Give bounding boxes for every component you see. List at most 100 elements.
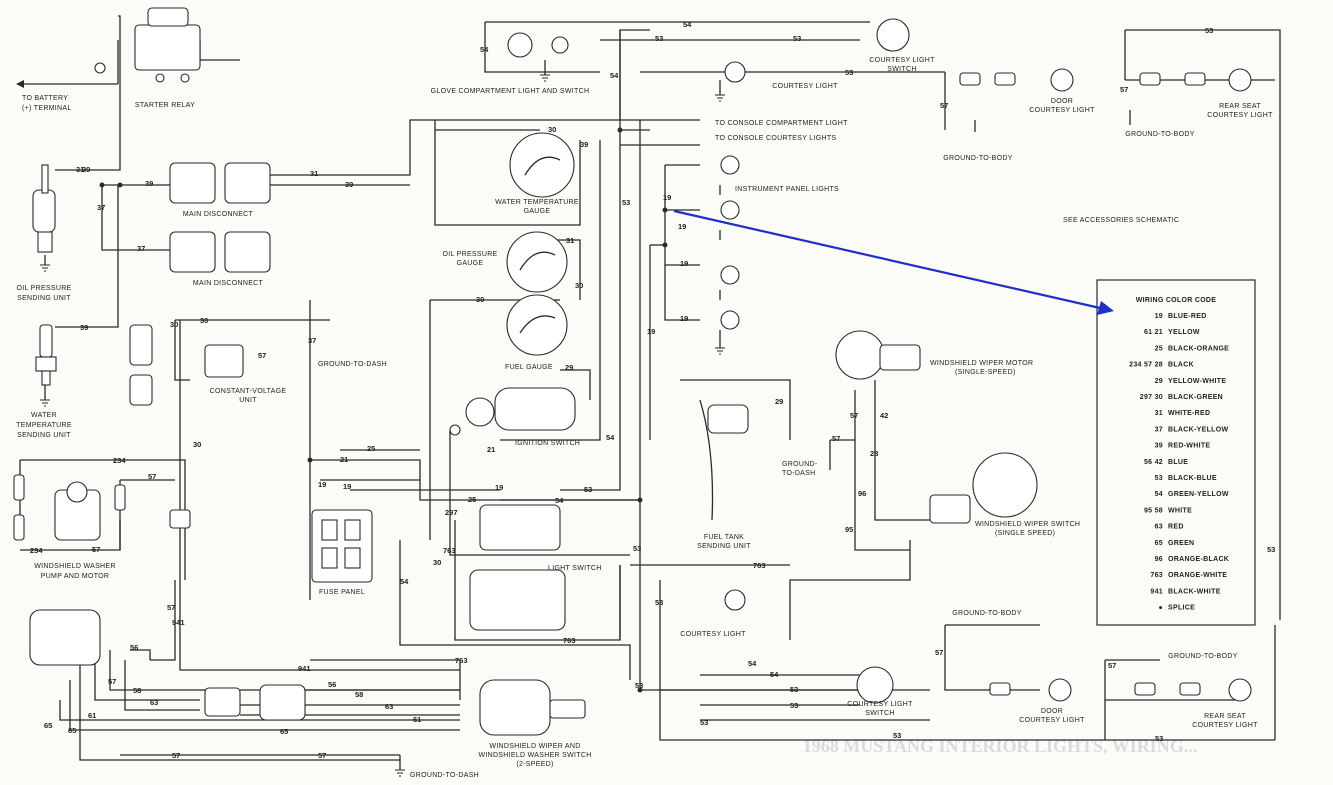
wire-num: 763 <box>753 561 766 570</box>
label-fuel-gauge: FUEL GAUGE <box>505 364 553 371</box>
color-code-numbers: 234 57 28 <box>1129 362 1163 369</box>
wire-num: 54 <box>480 45 489 54</box>
rear-light-top-icon <box>1139 68 1252 92</box>
wire-num: 54 <box>555 496 564 505</box>
wire-num: 25 <box>468 495 476 504</box>
wire-num: 61 <box>88 711 96 720</box>
wire-num: 19 <box>647 327 655 336</box>
courtesy-light-top-icon <box>724 61 746 83</box>
color-code-numbers: 95 58 <box>1144 507 1163 514</box>
wire-num: 53 <box>793 34 801 43</box>
label-water-sender-2: TEMPERATURE <box>16 422 72 429</box>
wire-num: 53 <box>622 198 630 207</box>
label-ground-dash-bot: GROUND-TO-DASH <box>410 772 479 779</box>
wire-num: 31 <box>310 169 318 178</box>
label-ground-body-bot2: GROUND-TO-BODY <box>1168 653 1237 660</box>
color-code-color: BLACK-GREEN <box>1168 394 1223 401</box>
wire-num: 763 <box>455 656 468 665</box>
label-door-courtesy-bot-2: COURTESY LIGHT <box>1019 717 1085 724</box>
color-code-color: YELLOW <box>1168 329 1200 336</box>
wire-num: 39 <box>145 179 153 188</box>
starter-relay-icon <box>94 7 201 83</box>
color-code-color: BLACK-YELLOW <box>1168 426 1228 433</box>
color-code-numbers: 37 <box>1155 426 1163 433</box>
wire-num: 30 <box>548 125 556 134</box>
wire-num: 30 <box>170 320 178 329</box>
wire-num: 39 <box>82 165 90 174</box>
courtesy-switch-top-icon <box>876 18 910 52</box>
color-code-color: ORANGE-WHITE <box>1168 572 1227 579</box>
label-oil-sender: OIL PRESSURE <box>16 285 71 292</box>
label-wiper-motor: WINDSHIELD WIPER MOTOR <box>930 360 1033 367</box>
label-ignition-switch: IGNITION SWITCH <box>515 440 580 447</box>
label-water-sender-3: SENDING UNIT <box>17 432 71 439</box>
label-main-disconnect-1: MAIN DISCONNECT <box>183 211 254 218</box>
wire-num: 54 <box>683 20 692 29</box>
color-code-color: WHITE-RED <box>1168 410 1210 417</box>
wire-num: 19 <box>680 259 688 268</box>
color-code-row: 54 GREEN-YELLOW <box>1155 491 1229 498</box>
wire-num: 29 <box>775 397 783 406</box>
wire-num: 54 <box>606 433 615 442</box>
label-door-courtesy-top: DOOR <box>1051 98 1073 105</box>
wire-num: 31 <box>566 236 574 245</box>
wire-num: 941 <box>298 664 311 673</box>
oil-sender-icon <box>32 164 56 253</box>
wire-num: 56 <box>130 643 138 652</box>
wire-num: 31 <box>76 165 84 174</box>
components <box>13 7 1252 777</box>
label-door-courtesy-bot: DOOR <box>1041 708 1063 715</box>
label-rear-seat-top: REAR SEAT <box>1219 103 1261 110</box>
wire-number-labels: 31 39 37 37 39 31 54 53 53 53 54 53 57 5… <box>30 20 1275 760</box>
wire-num: 63 <box>385 702 393 711</box>
fuel-gauge-icon <box>506 294 568 356</box>
wire-num: 53 <box>633 544 641 553</box>
label-wiper-washer-switch: WINDSHIELD WIPER AND <box>489 743 580 750</box>
color-code-color: WHITE <box>1168 507 1192 514</box>
label-console-compartment: TO CONSOLE COMPARTMENT LIGHT <box>715 120 848 127</box>
wiper-motor-icon <box>835 330 921 380</box>
color-code-numbers: 25 <box>1155 345 1163 352</box>
wire-num: 37 <box>97 203 105 212</box>
color-code-title: WIRING COLOR CODE <box>1136 297 1217 304</box>
label-glove-light: GLOVE COMPARTMENT LIGHT AND SWITCH <box>431 88 590 95</box>
label-oil-gauge-2: GAUGE <box>457 260 484 267</box>
blue-arrow-annotation <box>673 209 1114 315</box>
wire-num: 54 <box>748 659 757 668</box>
wire-num: 57 <box>1108 661 1116 670</box>
wire-num: 763 <box>443 546 456 555</box>
label-wiper-washer-switch-2: WINDSHIELD WASHER SWITCH <box>478 752 591 759</box>
wire-num: 53 <box>1155 734 1163 743</box>
ground-icons <box>40 74 725 777</box>
label-ground-body-top: GROUND-TO-BODY <box>1125 131 1194 138</box>
color-code-numbers: 29 <box>1155 378 1163 385</box>
label-cv-unit: CONSTANT-VOLTAGE <box>210 388 287 395</box>
wire-num: 63 <box>150 698 158 707</box>
color-code-color: GREEN <box>1168 540 1194 547</box>
label-courtesy-switch-top-2: SWITCH <box>887 66 916 73</box>
color-code-color: GREEN-YELLOW <box>1168 491 1229 498</box>
wire-num: 95 <box>845 525 853 534</box>
wires <box>16 15 1281 770</box>
color-code-numbers: 54 <box>1155 491 1163 498</box>
rear-light-bot-icon <box>1134 678 1252 702</box>
color-code-color: SPLICE <box>1168 605 1195 612</box>
color-code-numbers: 56 42 <box>1144 459 1163 466</box>
fuel-sender-icon <box>699 399 749 521</box>
wire-num: 61 <box>413 715 421 724</box>
color-code-numbers: 61 21 <box>1144 329 1163 336</box>
wire-num: 57 <box>148 472 156 481</box>
label-water-gauge: WATER TEMPERATURE <box>495 199 579 206</box>
wire-num: 30 <box>476 295 484 304</box>
color-code-numbers: 297 30 <box>1140 394 1163 401</box>
label-main-disconnect-2: MAIN DISCONNECT <box>193 280 264 287</box>
wire-num: 42 <box>880 411 888 420</box>
color-code-color: BLACK-BLUE <box>1168 475 1217 482</box>
